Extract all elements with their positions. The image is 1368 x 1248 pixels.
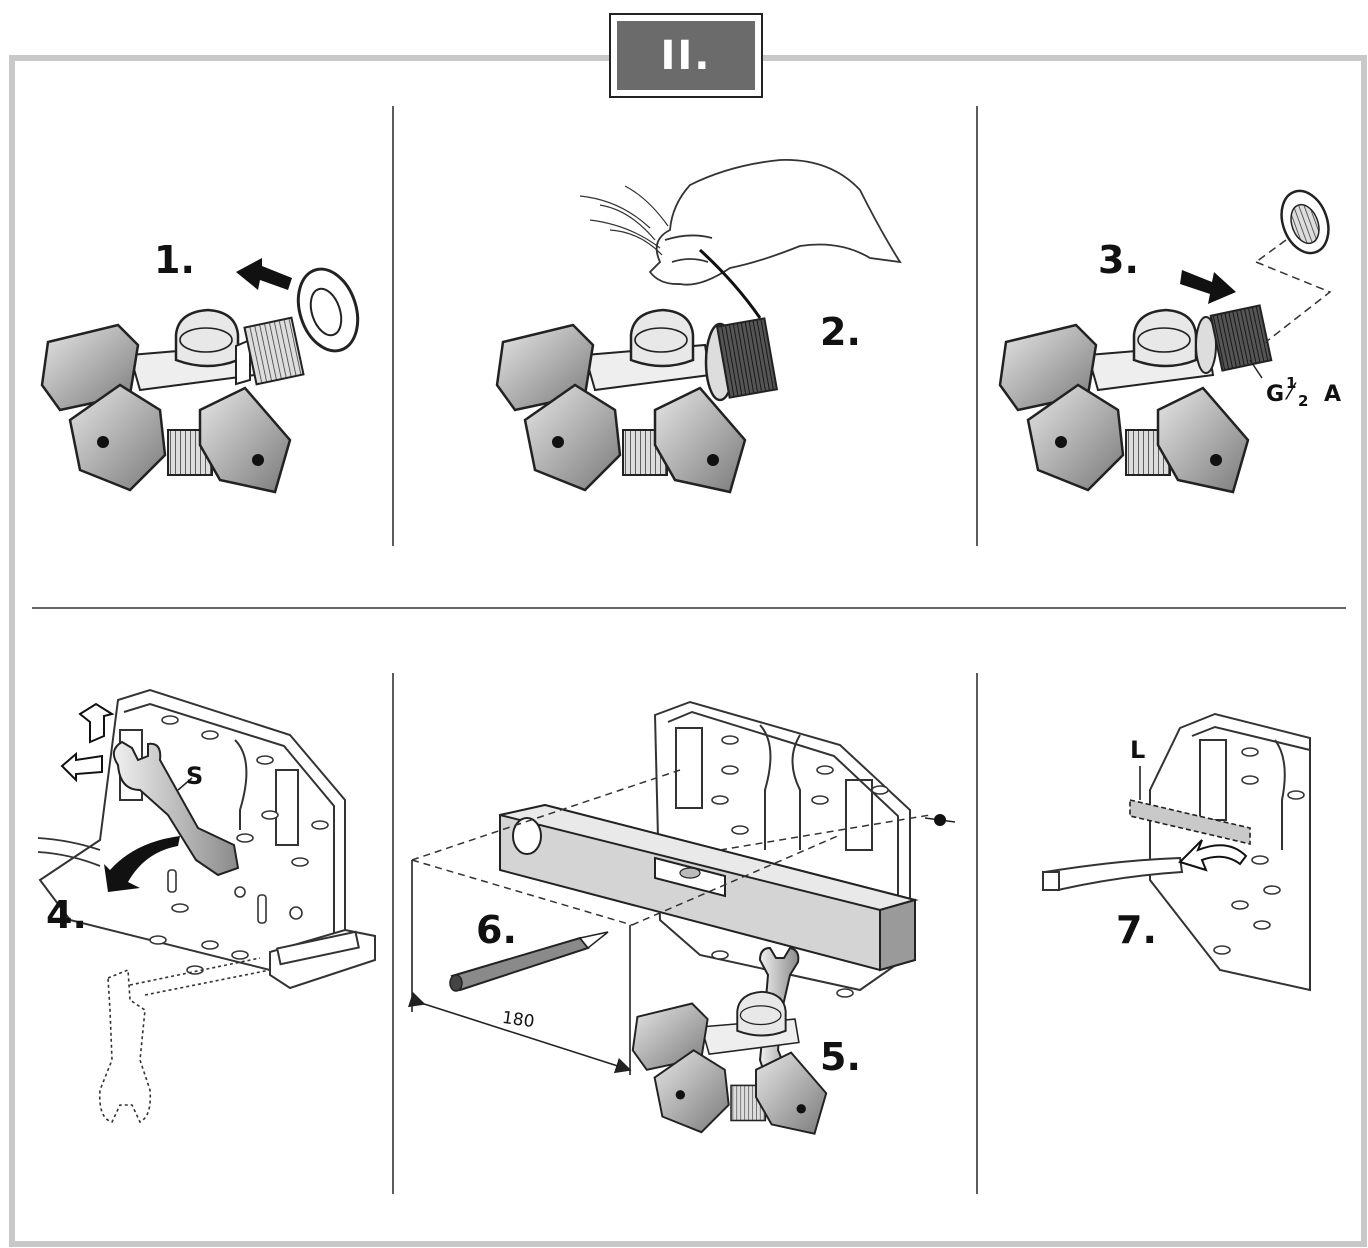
step-3-label: 3.	[1098, 238, 1139, 282]
drill-pencil	[449, 931, 609, 992]
plumb-marker	[924, 814, 956, 826]
level-dashed-guides	[411, 769, 931, 926]
section-title: II.	[617, 21, 755, 90]
thread-callout-line	[1249, 359, 1263, 379]
step-2-label: 2.	[820, 310, 861, 354]
hand-with-hemp	[579, 159, 902, 319]
dimension-lines	[407, 860, 632, 1075]
thread-size-label: G 1 ⁄ 2 A	[1266, 374, 1366, 416]
wrench-s	[112, 740, 240, 877]
wrench-s-label: S	[186, 762, 204, 790]
lever-l-label: L	[1130, 736, 1146, 764]
step-5-label: 5.	[820, 1035, 861, 1079]
section-title-badge: II.	[609, 13, 763, 98]
rotate-arrow-icon	[104, 836, 180, 892]
step-6-label: 6.	[476, 908, 517, 952]
dimension-label: 180	[500, 1007, 536, 1033]
washer-step-1	[296, 267, 360, 353]
valve-step-1	[40, 308, 305, 494]
valve-step-2	[495, 308, 779, 494]
thread-a-letter: A	[1324, 382, 1342, 407]
valve-step-5	[631, 990, 828, 1135]
step-1-label: 1.	[154, 238, 195, 282]
thread-slash: ⁄	[1289, 380, 1293, 405]
thread-g-letter: G	[1266, 382, 1285, 407]
wrench-dotted-outline	[98, 957, 271, 1124]
step-7-label: 7.	[1116, 908, 1157, 952]
valve-step-3	[998, 304, 1273, 494]
step-4-label: 4.	[46, 893, 87, 937]
thread-numerator: 1	[1286, 374, 1297, 392]
pipe-step-4	[37, 837, 101, 867]
spirit-level	[499, 803, 919, 972]
arrow-left-icon	[236, 258, 292, 290]
arrow-right-icon	[1180, 270, 1236, 304]
pipe-step-7	[1042, 856, 1184, 892]
washer-step-3	[1255, 189, 1332, 346]
thread-denominator: 2	[1298, 392, 1309, 410]
panel-dividers	[32, 106, 1346, 1194]
arrow-left-outline-icon	[60, 751, 103, 783]
arrow-up-outline-icon	[78, 702, 115, 744]
lever-l	[1129, 766, 1251, 846]
curved-arrow-icon	[1178, 839, 1248, 872]
